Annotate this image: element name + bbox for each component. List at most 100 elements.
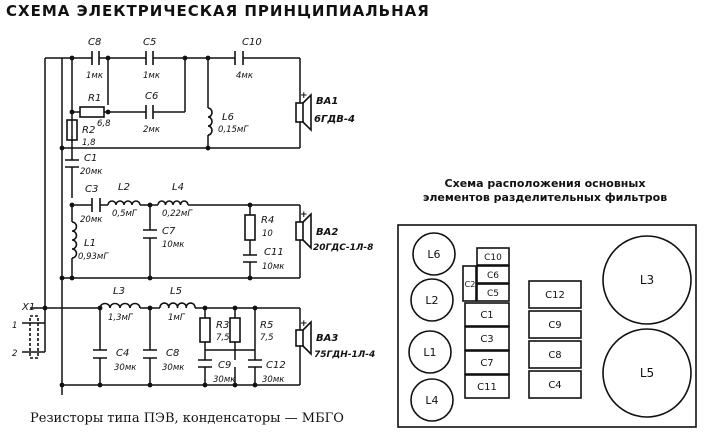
layout-c2: C2 xyxy=(462,265,477,302)
inductor-l2: L2 0,5мГ xyxy=(107,182,141,219)
svg-text:30мк: 30мк xyxy=(162,363,185,373)
svg-text:+: + xyxy=(300,319,308,329)
wires xyxy=(22,57,301,395)
svg-text:C12: C12 xyxy=(545,290,565,301)
junctions xyxy=(42,55,258,388)
svg-text:L1: L1 xyxy=(84,238,96,249)
svg-text:L4: L4 xyxy=(425,394,438,407)
layout-l4: L4 xyxy=(410,378,454,422)
capacitor-c5: C5 1мк xyxy=(143,37,161,81)
svg-text:C8: C8 xyxy=(548,350,561,361)
svg-text:L3: L3 xyxy=(640,273,654,287)
svg-text:C4: C4 xyxy=(548,380,561,391)
svg-text:C1: C1 xyxy=(84,153,97,164)
layout-title: Схема расположения основных элементов ра… xyxy=(395,177,695,205)
svg-text:L6: L6 xyxy=(222,112,234,123)
inductor-l1: L1 0,93мГ xyxy=(71,221,109,262)
svg-text:0,5мГ: 0,5мГ xyxy=(112,209,138,219)
resistor-r1: R1 6,8 xyxy=(79,93,111,129)
svg-text:7,5: 7,5 xyxy=(260,333,274,343)
layout-c7: C7 xyxy=(464,350,510,375)
svg-text:C7: C7 xyxy=(162,226,176,237)
svg-text:6,8: 6,8 xyxy=(97,119,111,129)
capacitor-c10: C10 4мк xyxy=(234,37,262,81)
inductor-l3: L3 1,3мГ xyxy=(99,286,141,323)
resistor-r2: R2 1,8 xyxy=(66,119,96,148)
speaker-ba2: + BA2 20ГДС-1Л-8 xyxy=(295,210,373,253)
speaker-ba1: + BA1 6ГДВ-4 xyxy=(295,91,355,132)
svg-text:0,93мГ: 0,93мГ xyxy=(78,252,109,262)
svg-text:C7: C7 xyxy=(480,358,493,369)
svg-text:C4: C4 xyxy=(116,348,129,359)
svg-text:20мк: 20мк xyxy=(80,215,103,225)
svg-text:20ГДС-1Л-8: 20ГДС-1Л-8 xyxy=(313,243,373,253)
board-layout: L6 L2 L1 L4 C10 C6 C5 C2 C1 C3 C7 xyxy=(397,224,697,428)
svg-text:C9: C9 xyxy=(218,360,231,371)
capacitor-c9: C9 30мк xyxy=(198,359,236,385)
svg-text:C1: C1 xyxy=(480,310,493,321)
svg-text:75ГДН-1Л-4: 75ГДН-1Л-4 xyxy=(314,350,375,360)
capacitor-c12: C12 30мк xyxy=(248,359,286,385)
caption: Резисторы типа ПЭВ, конденсаторы — МБГО xyxy=(30,411,344,426)
svg-text:R2: R2 xyxy=(82,125,95,136)
layout-l3: L3 xyxy=(602,235,692,325)
inductor-l4: L4 0,22мГ xyxy=(157,182,193,219)
svg-text:L2: L2 xyxy=(118,182,130,193)
svg-text:2: 2 xyxy=(12,349,17,359)
layout-l1: L1 xyxy=(408,330,452,374)
svg-text:C6: C6 xyxy=(487,271,499,281)
svg-text:4мк: 4мк xyxy=(236,71,254,81)
svg-text:BA2: BA2 xyxy=(316,227,338,238)
svg-text:C3: C3 xyxy=(85,184,98,195)
svg-text:30мк: 30мк xyxy=(213,375,236,385)
svg-text:C11: C11 xyxy=(264,247,284,258)
svg-text:BA3: BA3 xyxy=(316,333,338,344)
svg-text:C2: C2 xyxy=(465,280,476,289)
capacitor-c8-top: C8 1мк xyxy=(86,37,104,81)
svg-text:1,3мГ: 1,3мГ xyxy=(108,313,134,323)
layout-l2: L2 xyxy=(410,278,454,322)
capacitor-c1: C1 20мк xyxy=(65,153,103,177)
layout-c4: C4 xyxy=(528,370,582,399)
layout-c1: C1 xyxy=(464,302,510,327)
capacitor-c4: C4 30мк xyxy=(93,348,137,373)
layout-c10: C10 xyxy=(476,247,510,266)
connector-x1: X1 1 2 xyxy=(12,302,39,359)
capacitor-c6: C6 2мк xyxy=(143,91,161,135)
svg-text:2мк: 2мк xyxy=(143,125,161,135)
svg-text:C8: C8 xyxy=(88,37,101,48)
svg-text:L1: L1 xyxy=(423,346,436,359)
layout-title-line2: элементов разделительных фильтров xyxy=(422,191,668,204)
svg-text:1,8: 1,8 xyxy=(82,138,96,148)
capacitor-c7: C7 10мк xyxy=(143,226,185,250)
svg-text:L4: L4 xyxy=(172,182,184,193)
svg-text:X1: X1 xyxy=(21,302,35,313)
svg-text:+: + xyxy=(300,210,308,220)
speaker-ba3: + BA3 75ГДН-1Л-4 xyxy=(295,319,375,360)
capacitor-c8-bottom: C8 30мк xyxy=(143,348,185,373)
svg-text:L5: L5 xyxy=(640,366,654,380)
inductor-l5: L5 1мГ xyxy=(159,286,196,323)
svg-text:C10: C10 xyxy=(242,37,262,48)
svg-text:7,5: 7,5 xyxy=(216,333,230,343)
layout-l5: L5 xyxy=(602,328,692,418)
svg-text:BA1: BA1 xyxy=(316,96,338,107)
resistor-r5: R5 7,5 xyxy=(229,317,274,343)
layout-c3: C3 xyxy=(464,326,510,351)
layout-c8: C8 xyxy=(528,340,582,369)
svg-text:C3: C3 xyxy=(480,334,493,345)
svg-text:L6: L6 xyxy=(427,248,440,261)
layout-c6: C6 xyxy=(476,265,510,284)
svg-text:C12: C12 xyxy=(266,360,286,371)
layout-title-line1: Схема расположения основных xyxy=(444,177,646,190)
layout-c5: C5 xyxy=(476,283,510,302)
svg-text:0,15мГ: 0,15мГ xyxy=(218,125,249,135)
resistor-r4: R4 10 xyxy=(244,214,274,241)
layout-l6: L6 xyxy=(412,232,456,276)
svg-text:10мк: 10мк xyxy=(162,240,185,250)
svg-text:R3: R3 xyxy=(216,320,229,331)
inductor-l6: L6 0,15мГ xyxy=(207,107,249,136)
svg-text:10: 10 xyxy=(262,229,273,239)
svg-text:R5: R5 xyxy=(260,320,273,331)
